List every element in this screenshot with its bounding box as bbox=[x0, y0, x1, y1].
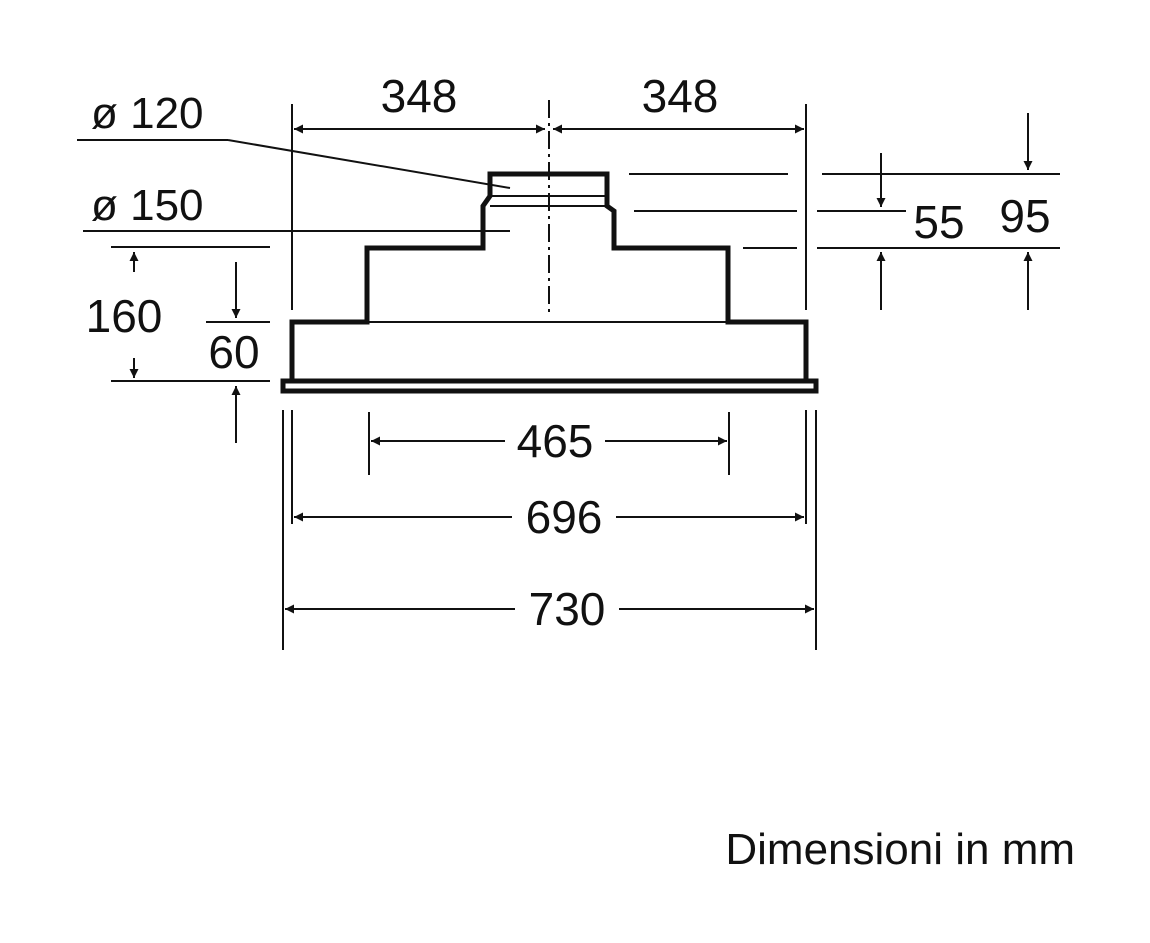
dim-label-465: 465 bbox=[517, 415, 594, 467]
dim-label-730: 730 bbox=[529, 583, 606, 635]
units-note: Dimensioni in mm bbox=[725, 825, 1075, 874]
hood-outline bbox=[280, 100, 819, 394]
dim-label-160: 160 bbox=[86, 290, 163, 342]
dim-label-95: 95 bbox=[999, 190, 1050, 242]
bottom-width-dimensions: 465 696 730 bbox=[282, 410, 817, 650]
hood-base-flange bbox=[280, 378, 819, 394]
diameter-callouts: ø 120 ø 150 bbox=[77, 89, 511, 232]
dim-label-55: 55 bbox=[913, 196, 964, 248]
top-width-dimensions: 348 348 bbox=[291, 70, 807, 310]
dim-label-60: 60 bbox=[208, 326, 259, 378]
left-height-dimensions: 160 60 bbox=[86, 246, 270, 443]
dim-label-348-right: 348 bbox=[642, 70, 719, 122]
dim-label-696: 696 bbox=[526, 491, 603, 543]
leader-dia-120-diagonal bbox=[227, 139, 511, 189]
dia-label-150: ø 150 bbox=[91, 181, 204, 230]
dia-label-120: ø 120 bbox=[91, 89, 204, 138]
right-height-dimensions: 55 95 bbox=[629, 113, 1060, 310]
dim-label-348-left: 348 bbox=[381, 70, 458, 122]
